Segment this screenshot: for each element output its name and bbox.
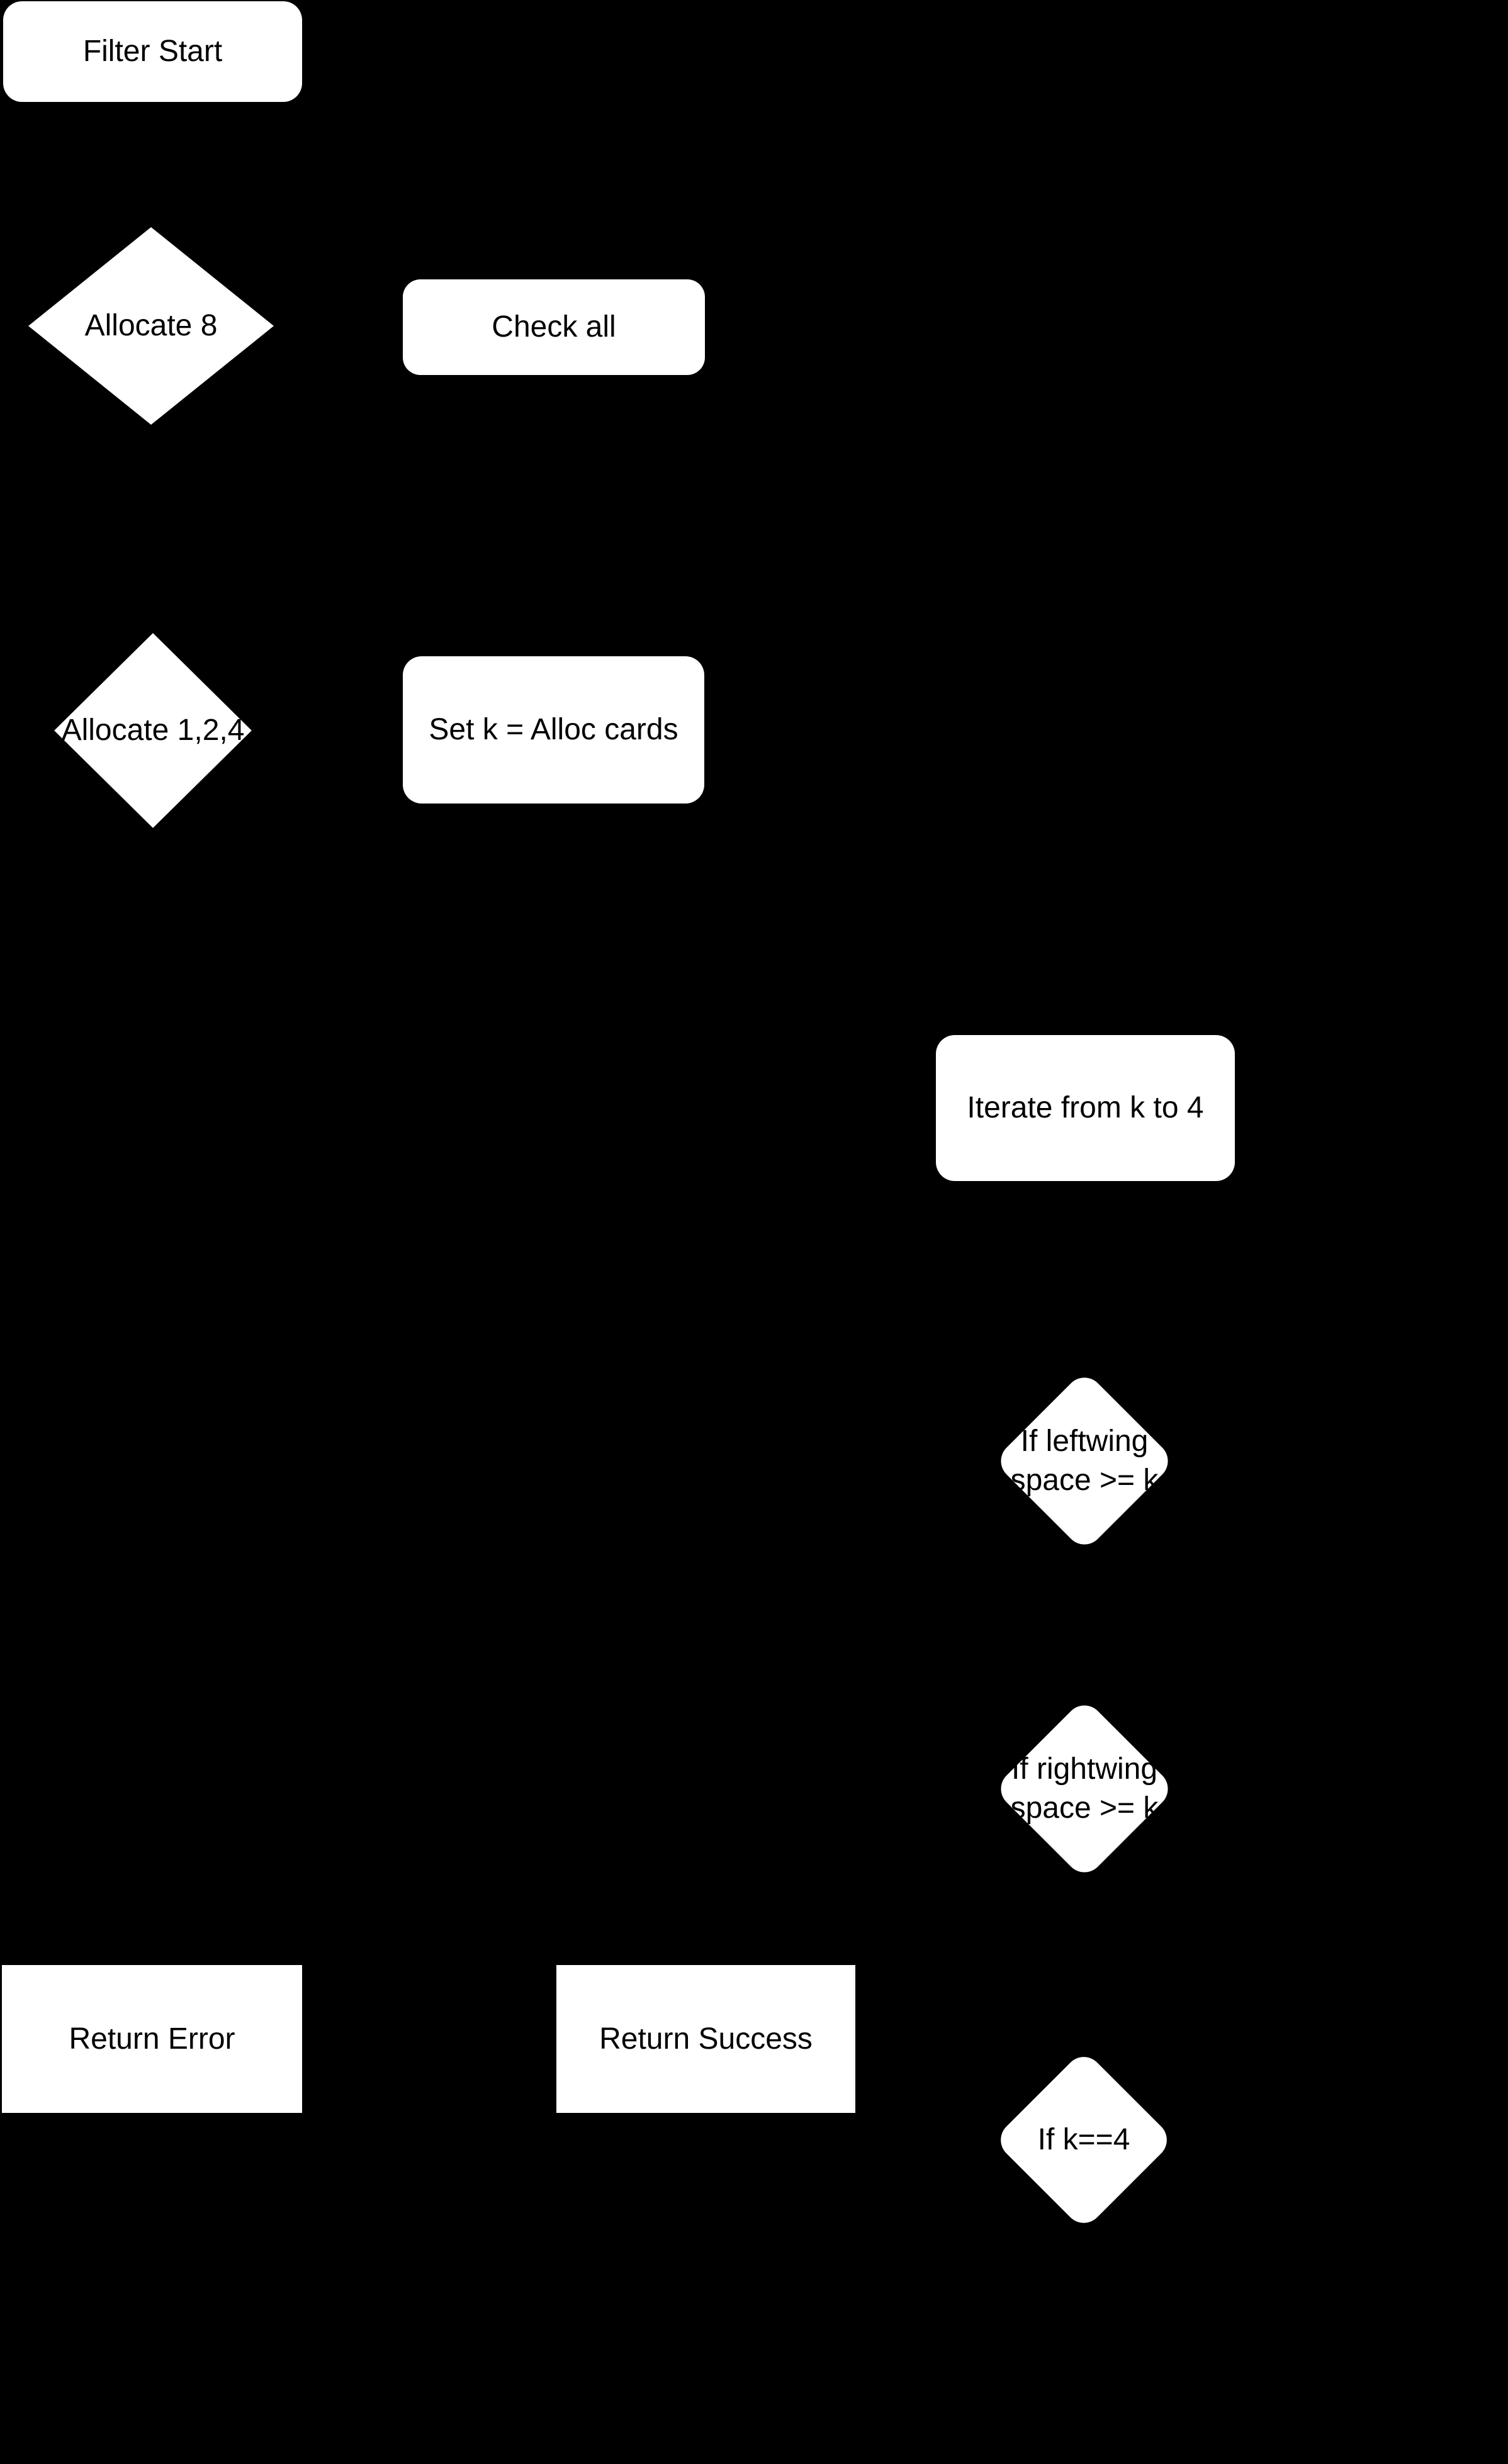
node-filter-start-label: Filter Start [82, 35, 223, 68]
node-if-rightwing-space: If rightwing space >= k [993, 1698, 1176, 1880]
label-line-1: If leftwing [1020, 1425, 1149, 1458]
node-check-all: Check all [403, 279, 705, 375]
label-line-2: space >= k [1010, 1464, 1159, 1497]
node-return-error: Return Error [2, 1965, 302, 2113]
node-if-k-equals-4: If k==4 [993, 2049, 1175, 2231]
node-allocate-8: Allocate 8 [28, 227, 274, 425]
node-allocate-124: Allocate 1,2,4 [54, 633, 252, 828]
node-if-leftwing-space: If leftwing space >= k [993, 1370, 1176, 1552]
label-line-1: If rightwing [1011, 1752, 1158, 1786]
label-line-2: space >= k [1010, 1791, 1159, 1825]
node-allocate-124-label: Allocate 1,2,4 [61, 714, 245, 747]
node-filter-start: Filter Start [3, 1, 302, 102]
node-check-all-label: Check all [492, 310, 616, 344]
node-if-leftwing-space-label: If leftwing space >= k [1011, 1422, 1159, 1500]
node-allocate-8-label: Allocate 8 [84, 309, 218, 342]
node-set-k: Set k = Alloc cards [403, 656, 704, 804]
node-return-success-label: Return Success [599, 2022, 813, 2056]
node-if-rightwing-space-label: If rightwing space >= k [1011, 1750, 1159, 1828]
node-iterate-k-to-4: Iterate from k to 4 [936, 1035, 1235, 1181]
node-if-k-equals-4-label: If k==4 [1037, 2123, 1130, 2156]
node-iterate-k-to-4-label: Iterate from k to 4 [967, 1091, 1204, 1124]
node-set-k-label: Set k = Alloc cards [429, 713, 678, 746]
node-return-success: Return Success [556, 1965, 855, 2113]
node-return-error-label: Return Error [69, 2022, 235, 2056]
